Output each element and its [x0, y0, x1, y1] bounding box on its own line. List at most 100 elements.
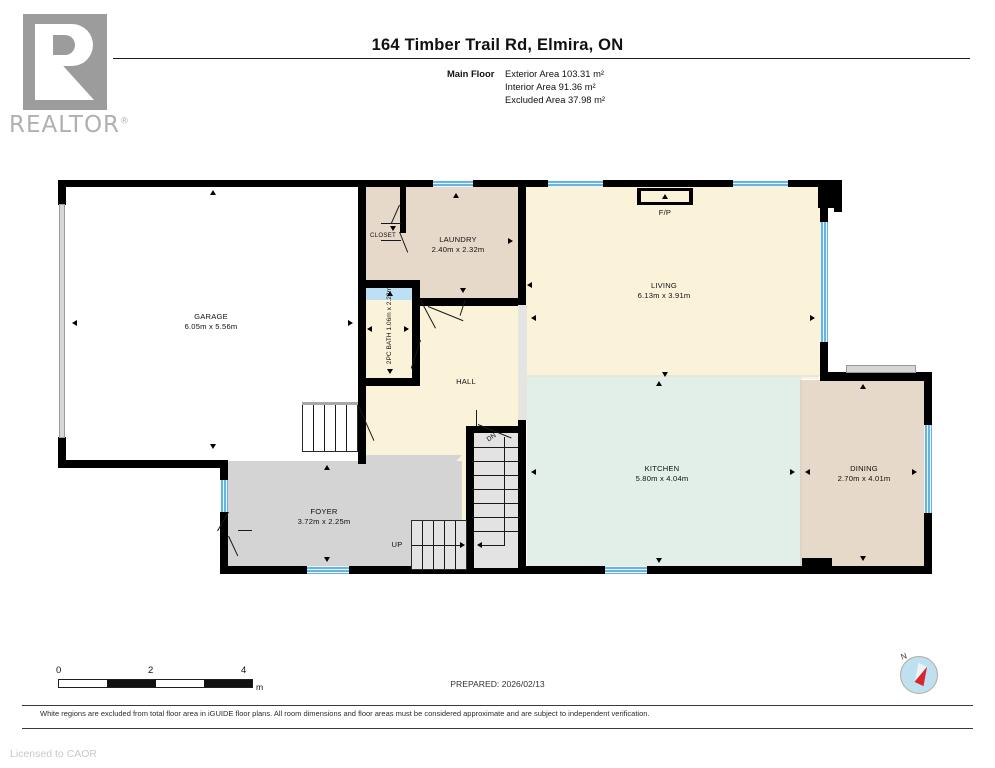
divider-hall-living — [518, 305, 527, 420]
tick-garage-top — [210, 190, 216, 195]
wall-bottom — [220, 566, 930, 574]
wall-dining-notch — [802, 558, 832, 574]
excluded-area: Excluded Area 37.98 m² — [505, 93, 606, 105]
stairs-up-label: UP — [391, 540, 403, 549]
wall-hall-kitchen — [518, 419, 526, 569]
tick-laundry-top — [453, 193, 459, 198]
label-laundry: LAUNDRY 2.40m x 2.32m — [431, 235, 485, 254]
landing-tread-4 — [346, 405, 347, 451]
tick-living-right — [810, 315, 815, 321]
tick-kitchen-right — [790, 469, 795, 475]
wall-bath-bottom — [358, 378, 420, 386]
window-dining-right — [924, 425, 932, 513]
landing-tread-1 — [313, 405, 314, 451]
dn-tread-4 — [474, 489, 518, 490]
wall-garage-bottom — [58, 460, 228, 468]
dn-tread-2 — [474, 461, 518, 462]
wall-right-living — [820, 200, 828, 224]
scale-bar — [58, 679, 253, 688]
tick-kitchen-top — [656, 381, 662, 386]
window-living-right — [820, 222, 828, 342]
realtor-wordmark: REALTOR® — [9, 112, 130, 138]
license-text: Licensed to CAOR — [10, 748, 97, 760]
tick-living-bottom — [662, 372, 668, 377]
divider-kitchen-dining — [800, 380, 802, 566]
tick-garage-right — [348, 320, 353, 326]
scale-unit-label: m — [256, 682, 264, 692]
tick-dining-right — [912, 469, 917, 475]
dn-tread-1 — [474, 447, 518, 448]
scale-seg-1 — [107, 680, 156, 687]
compass-rose-icon: N — [898, 651, 940, 696]
label-closet: CLOSET — [370, 232, 396, 239]
room-kitchen — [527, 377, 802, 566]
dn-tread-7 — [474, 531, 518, 532]
wall-right-upper — [834, 180, 842, 212]
tick-kitchen-bottom — [656, 558, 662, 563]
wall-right-living-lower — [820, 340, 828, 380]
header-divider — [113, 58, 970, 59]
wall-bath-top — [358, 280, 420, 288]
interior-area: Interior Area 91.36 m² — [505, 80, 596, 92]
tick-bath-bottom — [387, 369, 393, 374]
tick-bath-top — [387, 291, 393, 296]
wall-laundry-bottom — [413, 298, 526, 306]
wall-right-dining-b — [924, 512, 932, 574]
room-dining — [802, 380, 928, 566]
tick-laundry-right — [508, 238, 513, 244]
floor-label: Main Floor — [447, 68, 495, 79]
label-2pc-bath: 2PC BATH 1.06m x 2.23m — [385, 286, 393, 365]
garage-door — [59, 204, 65, 438]
wall-right-dining — [924, 372, 932, 426]
divider-living-kitchen — [527, 375, 819, 377]
dn-tread-5 — [474, 503, 518, 504]
wall-closet-right — [400, 187, 406, 233]
tick-closet-down — [390, 226, 396, 231]
wall-living-left — [518, 180, 526, 305]
window-bottom-foyer — [307, 566, 349, 574]
dn-tread-6 — [474, 517, 518, 518]
realtor-word-text: REALTOR — [9, 112, 121, 138]
door-closet-line-3 — [381, 223, 401, 224]
stair-arrow-up-head — [460, 542, 465, 548]
wall-left-garage-bottom — [58, 437, 66, 467]
tick-laundry-left — [527, 282, 532, 288]
tick-laundry-bottom — [460, 288, 466, 293]
tick-dining-bottom — [860, 556, 866, 561]
page-title: 164 Timber Trail Rd, Elmira, ON — [371, 36, 624, 54]
tick-garage-left — [72, 320, 77, 326]
disclaimer-text: White regions are excluded from total fl… — [40, 709, 650, 718]
tick-bath-right — [404, 326, 409, 332]
tick-dining-top — [860, 384, 866, 389]
wall-stair-left — [466, 426, 474, 568]
tick-kitchen-left — [531, 469, 536, 475]
compass-north-label: N — [899, 651, 909, 662]
label-dining: DINING 2.70m x 4.01m — [837, 464, 891, 483]
door-closet-line-4 — [381, 240, 401, 241]
window-top-living-left — [548, 180, 603, 187]
wall-right-dining-step — [820, 372, 932, 381]
landing-tread-3 — [335, 405, 336, 451]
tick-bath-left — [367, 326, 372, 332]
label-hall: HALL — [456, 377, 476, 386]
scale-tick-2: 2 — [148, 665, 154, 676]
tick-garage-bottom — [210, 444, 216, 449]
wall-stair-top — [466, 426, 524, 433]
prepared-date: PREPARED: 2026/02/13 — [450, 679, 545, 689]
dn-tread-3 — [474, 475, 518, 476]
landing-tread-2 — [324, 405, 325, 451]
dn-arrow-head — [477, 542, 482, 548]
tick-dining-left — [805, 469, 810, 475]
wall-garage-right — [358, 180, 366, 464]
door-dining-top — [846, 365, 916, 373]
landing-top-edge — [302, 402, 358, 405]
fireplace-tick — [662, 194, 668, 199]
tick-living-left — [531, 315, 536, 321]
realtor-r-mark — [23, 14, 107, 110]
room-living-notch — [527, 187, 818, 379]
stair-arrow-up-shaft — [412, 545, 462, 546]
label-foyer: FOYER 3.72m x 2.25m — [297, 507, 351, 526]
label-kitchen: KITCHEN 5.80m x 4.04m — [635, 464, 689, 483]
disclaimer-divider — [22, 705, 973, 729]
dn-door-jamb — [476, 410, 477, 426]
